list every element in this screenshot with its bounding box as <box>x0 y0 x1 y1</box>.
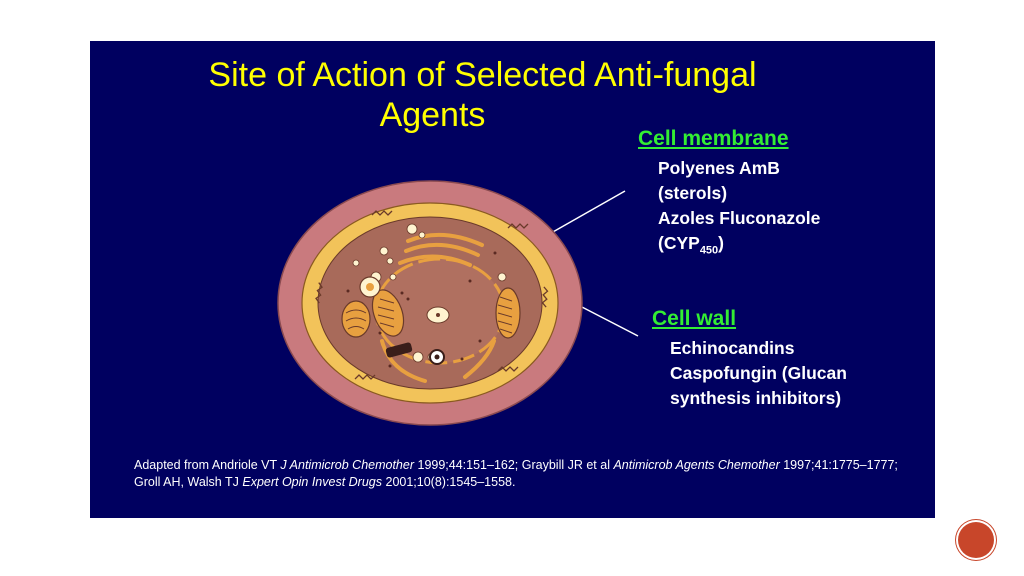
cell-wall-agents: Echinocandins Caspofungin (Glucan synthe… <box>670 336 847 411</box>
slide: Site of Action of Selected Anti-fungal A… <box>90 41 935 518</box>
wall-line-2: Caspofungin (Glucan <box>670 363 847 383</box>
mitochondria <box>341 287 521 339</box>
wall-line-3: synthesis inhibitors) <box>670 388 842 408</box>
cell-wall-heading: Cell wall <box>652 307 737 330</box>
slide-title: Site of Action of Selected Anti-fungal A… <box>90 55 935 135</box>
membrane-line-2: (sterols) <box>658 183 728 203</box>
citation: Adapted from Andriole VT J Antimicrob Ch… <box>134 458 898 489</box>
cell-membrane-agents: Polyenes AmB (sterols) Azoles Fluconazol… <box>658 156 820 264</box>
title-line-2: Agents <box>379 96 486 134</box>
wall-pointer-line <box>579 305 639 337</box>
endoplasmic-reticulum <box>380 232 496 383</box>
wall-line-1: Echinocandins <box>670 338 795 358</box>
membrane-line-3: Azoles Fluconazole <box>658 208 821 228</box>
membrane-line-1: Polyenes AmB <box>658 158 780 178</box>
cell-membrane-heading: Cell membrane <box>638 127 789 150</box>
membrane-line-4: (CYP450) <box>658 233 724 257</box>
fungal-cell-diagram <box>277 180 639 426</box>
cyp-subscript: 450 <box>699 244 719 257</box>
membrane-proteins <box>315 210 549 380</box>
ribosomes <box>346 251 497 368</box>
storage-granule <box>385 342 445 365</box>
title-line-1: Site of Action of Selected Anti-fungal <box>208 56 757 94</box>
slide-number-badge <box>958 522 994 558</box>
